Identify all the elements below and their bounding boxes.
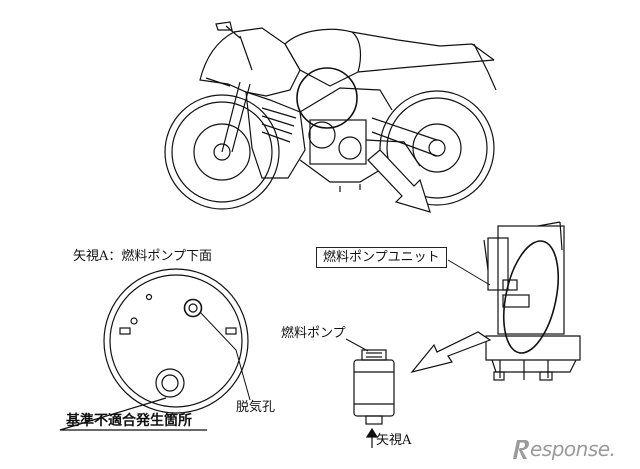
vent-hole-label: 脱気孔: [236, 400, 276, 415]
view-a-title: 矢視A：燃料ポンプ下面: [73, 249, 212, 264]
pump-highlight-ellipse: [503, 240, 559, 354]
response-logo: esponse.: [510, 437, 616, 461]
callout-arrow-lower: [410, 331, 492, 374]
pump-bottom-view: [59, 268, 251, 431]
pump-location-circle: [296, 67, 358, 129]
callout-arrow-upper: [367, 149, 431, 213]
pump-label: 燃料ポンプ: [281, 326, 346, 341]
response-logo-text: esponse.: [530, 437, 616, 461]
view-a-arrow-label: 矢視A: [376, 433, 412, 448]
vent-hole-mark: [183, 298, 203, 318]
fuel-pump-unit-drawing: [447, 221, 581, 381]
pump-unit-label: 燃料ポンプユニット: [316, 247, 447, 268]
defect-location-label: 基準不適合発生箇所: [66, 413, 192, 429]
motorcycle-drawing: [164, 21, 497, 210]
fuel-pump-drawing: [345, 338, 395, 448]
response-logo-mark: [513, 440, 529, 459]
